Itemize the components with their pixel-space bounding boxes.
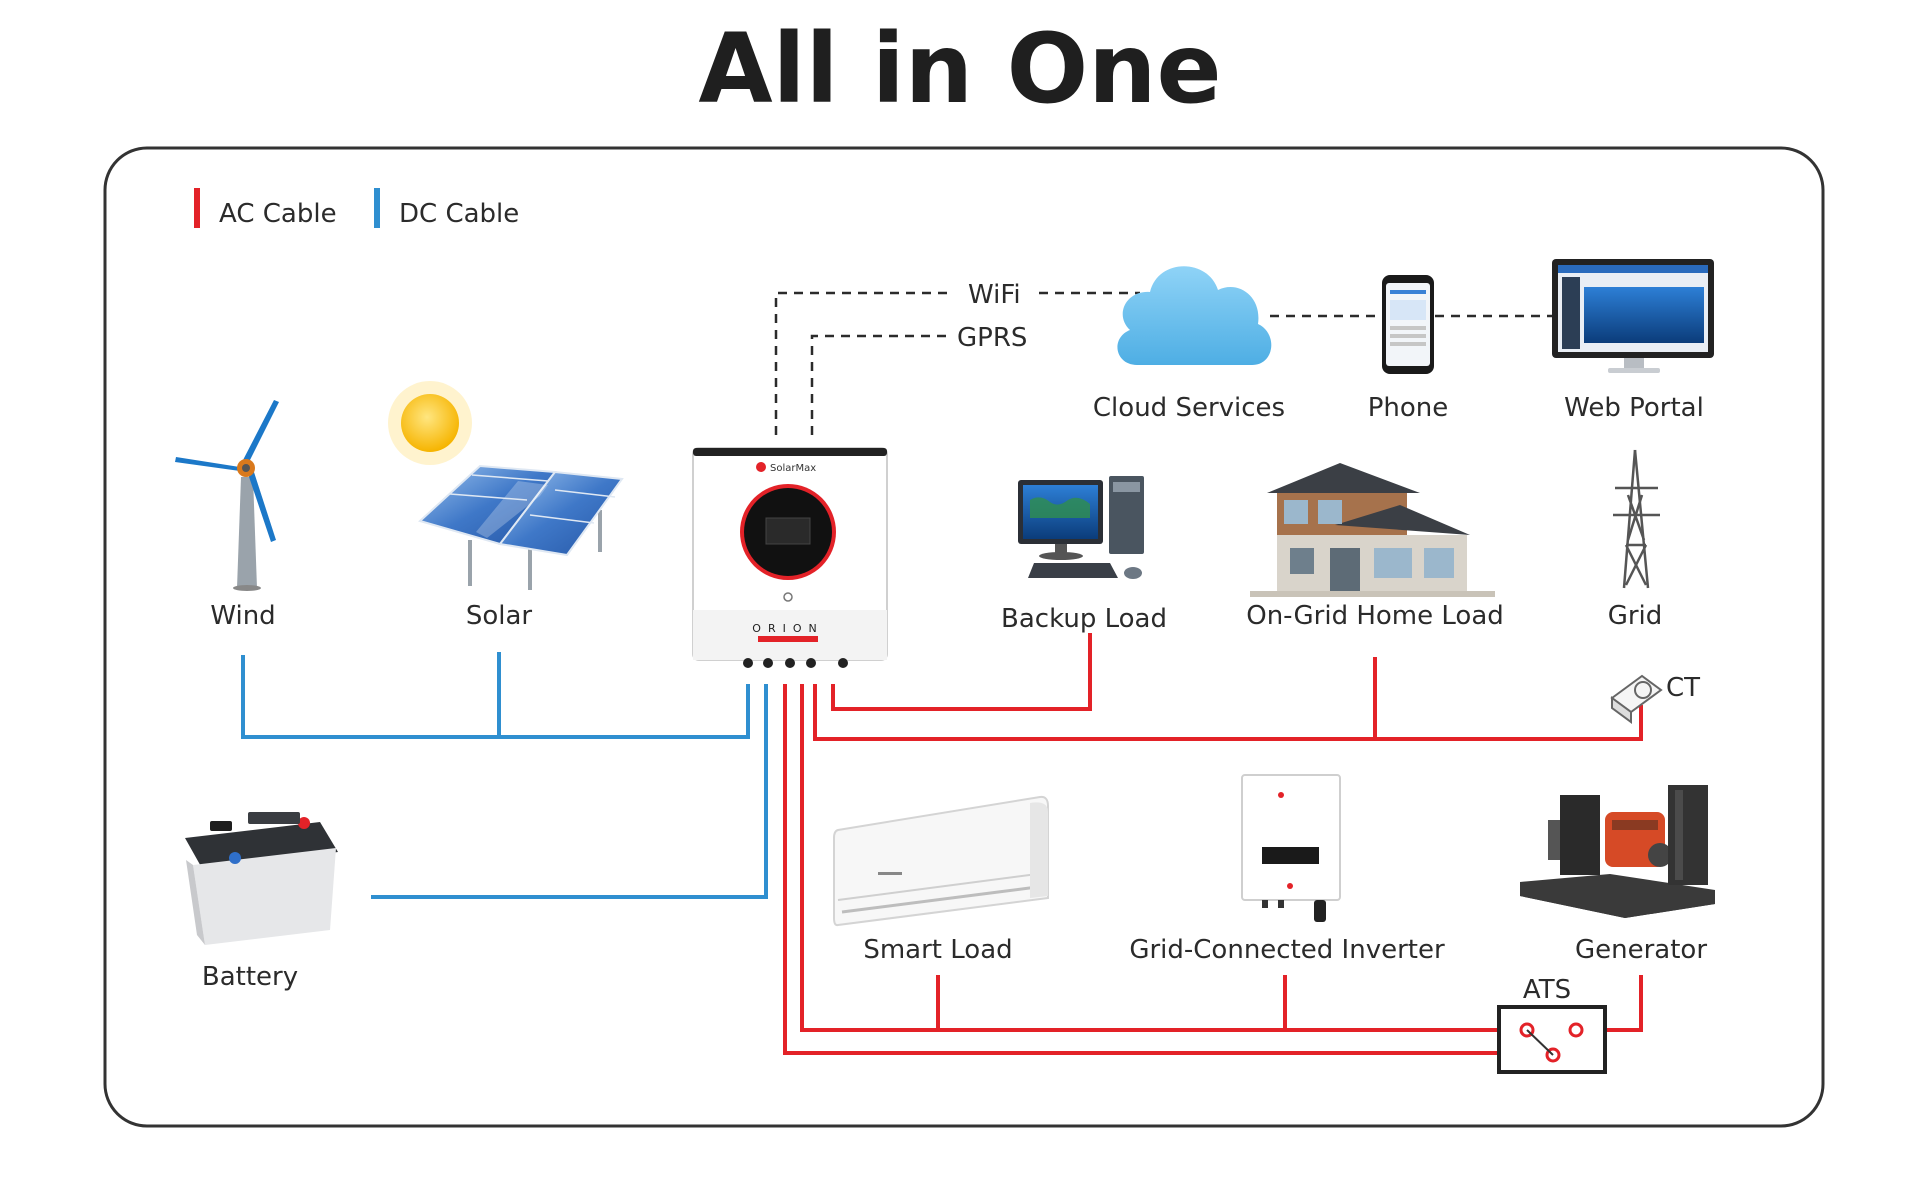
solar-panel-icon	[418, 464, 624, 590]
battery-label: Battery	[202, 962, 298, 992]
inverter-icon	[1241, 774, 1341, 922]
inverter-model: ORION	[752, 622, 823, 635]
diagram-frame	[103, 146, 1825, 1128]
legend-ac-label: AC Cable	[219, 199, 337, 229]
generator-label: Generator	[1575, 935, 1707, 965]
backup-load-label: Backup Load	[1001, 604, 1167, 634]
legend: AC Cable DC Cable	[194, 188, 519, 229]
ct-clamp-icon: CT	[1610, 673, 1700, 724]
home-load: On-Grid Home Load	[1246, 463, 1504, 631]
wind-turbine-icon: Wind	[175, 400, 279, 631]
phone-icon	[1382, 275, 1434, 374]
gprs-label: GPRS	[957, 323, 1027, 353]
smart-load-label: Smart Load	[863, 935, 1012, 965]
computer-icon	[1018, 476, 1144, 579]
solar-label: Solar	[466, 601, 533, 631]
ct-label: CT	[1666, 673, 1700, 703]
wind-label: Wind	[210, 601, 275, 631]
grid: Grid	[1608, 449, 1663, 631]
backup-load: Backup Load	[1001, 476, 1167, 634]
cloud-icon	[1117, 266, 1272, 365]
web-portal: Web Portal	[1552, 259, 1714, 423]
hybrid-inverter: SolarMax ORION	[692, 447, 888, 668]
sun-icon	[388, 381, 472, 465]
web-portal-label: Web Portal	[1564, 393, 1704, 423]
ac-cables	[783, 633, 1643, 1055]
ats-switch: ATS	[1497, 975, 1607, 1074]
communication-links: WiFi GPRS	[774, 280, 1553, 435]
ats-label: ATS	[1523, 975, 1571, 1005]
phone-device: Phone	[1368, 275, 1449, 423]
inverter-brand: SolarMax	[770, 463, 816, 474]
generator-icon	[1520, 785, 1715, 918]
wifi-label: WiFi	[968, 280, 1021, 310]
air-conditioner-icon	[833, 795, 1049, 927]
grid-inverter: Grid-Connected Inverter	[1129, 774, 1445, 965]
battery: Battery	[185, 812, 338, 992]
page-title: All in One	[698, 13, 1221, 125]
smart-load: Smart Load	[833, 795, 1049, 965]
pylon-icon	[1613, 449, 1660, 589]
cloud-label: Cloud Services	[1093, 393, 1285, 423]
monitor-icon	[1552, 259, 1714, 373]
cloud-services: Cloud Services	[1093, 266, 1285, 423]
home-load-label: On-Grid Home Load	[1246, 601, 1504, 631]
generator: Generator	[1520, 785, 1715, 965]
battery-icon	[185, 812, 338, 945]
grid-label: Grid	[1608, 601, 1663, 631]
dc-cables	[241, 652, 768, 899]
house-icon	[1250, 463, 1495, 597]
phone-label: Phone	[1368, 393, 1449, 423]
legend-dc-label: DC Cable	[399, 199, 519, 229]
solar-array: Solar	[388, 381, 624, 631]
grid-inverter-label: Grid-Connected Inverter	[1129, 935, 1445, 965]
